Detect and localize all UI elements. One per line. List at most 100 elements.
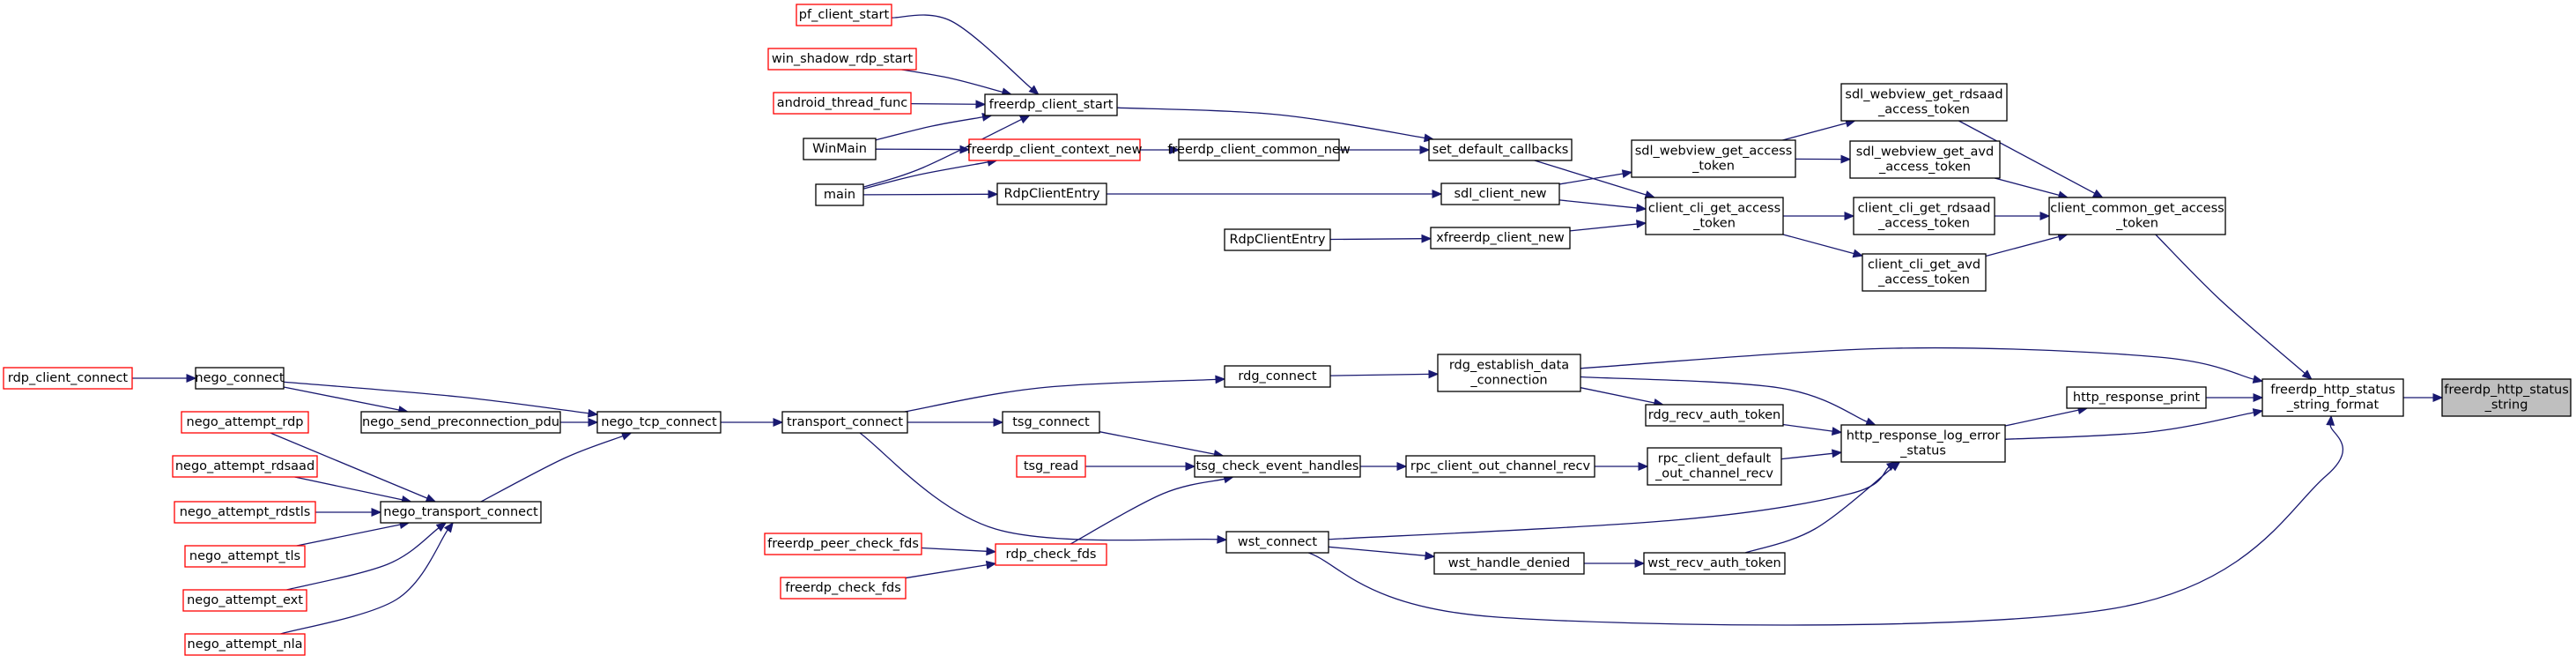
node-label: freerdp_client_common_new — [1167, 143, 1351, 157]
function-node-wst-handle-denied[interactable]: wst_handle_denied — [1433, 552, 1585, 575]
node-label: tsg_connect — [1012, 415, 1090, 429]
edge-line — [2004, 412, 2254, 440]
function-node-http-response-log-error-status[interactable]: http_response_log_error_status — [1840, 424, 2006, 463]
edge-line — [1308, 424, 2344, 626]
function-node-pf-client-start[interactable]: pf_client_start — [796, 4, 892, 26]
call-edge — [910, 100, 987, 109]
edge-line — [1329, 373, 1430, 376]
function-node-nego-connect[interactable]: nego_connect — [195, 367, 285, 390]
arrowhead — [435, 522, 448, 533]
function-node-freerdp-http-status-string[interactable]: freerdp_http_status_string — [2441, 378, 2572, 417]
function-node-nego-transport-connect[interactable]: nego_transport_connect — [380, 501, 542, 524]
node-label: freerdp_check_fds — [785, 581, 901, 595]
function-node-http-response-print[interactable]: http_response_print — [2066, 386, 2207, 409]
function-node-tsg-check-event-handles[interactable]: tsg_check_event_handles — [1194, 455, 1361, 478]
function-node-nego-attempt-nla[interactable]: nego_attempt_nla — [184, 633, 306, 656]
call-edge — [1580, 346, 2264, 384]
function-node-client-cli-get-access-token[interactable]: client_cli_get_access_token — [1645, 197, 1784, 235]
function-node-sdl-webview-get-avd-access-token[interactable]: sdl_webview_get_avd_access_token — [1849, 140, 2001, 179]
edge-line — [1744, 466, 1893, 554]
function-node-android-thread-func[interactable]: android_thread_func — [773, 92, 912, 115]
node-box — [195, 367, 285, 390]
node-label: _status — [1899, 444, 1946, 458]
arrowhead — [1421, 234, 1432, 243]
function-node-freerdp-client-context-new[interactable]: freerdp_client_context_new — [967, 138, 1143, 161]
call-edge — [862, 158, 998, 190]
function-node-nego-attempt-rdstls[interactable]: nego_attempt_rdstls — [174, 501, 316, 524]
call-edge — [1782, 118, 1856, 141]
function-node-rdg-connect[interactable]: rdg_connect — [1224, 365, 1331, 388]
node-box — [1647, 447, 1782, 486]
node-box — [1224, 365, 1331, 388]
node-box — [984, 93, 1118, 116]
function-node-freerdp-client-start[interactable]: freerdp_client_start — [984, 93, 1118, 116]
call-edge — [2403, 393, 2444, 402]
function-node-main[interactable]: main — [815, 183, 864, 206]
call-edge — [1782, 234, 1864, 258]
edge-line — [296, 524, 401, 547]
function-node-wst-connect[interactable]: wst_connect — [1225, 531, 1329, 554]
function-node-transport-connect[interactable]: transport_connect — [781, 411, 908, 434]
function-node-rdp-check-fds[interactable]: rdp_check_fds — [995, 543, 1107, 566]
function-node-wst-recv-auth-token[interactable]: wst_recv_auth_token — [1643, 552, 1786, 575]
function-node-rdp-client-connect[interactable]: rdp_client_connect — [3, 367, 133, 390]
call-edge — [875, 145, 971, 154]
node-label: _token — [2115, 217, 2158, 231]
node-label: http_response_log_error — [1847, 429, 2001, 443]
function-node-client-common-get-access-token[interactable]: client_common_get_access_token — [2048, 197, 2226, 235]
function-node-rdg-recv-auth-token[interactable]: rdg_recv_auth_token — [1645, 404, 1784, 427]
call-edge — [280, 521, 454, 635]
function-node-sdl-webview-get-rdsaad-access-token[interactable]: sdl_webview_get_rdsaad_access_token — [1840, 83, 2008, 122]
function-node-nego-attempt-rdp[interactable]: nego_attempt_rdp — [181, 411, 309, 434]
function-node-client-cli-get-rdsaad-access-token[interactable]: client_cli_get_rdsaad_access_token — [1853, 197, 1995, 235]
node-label: freerdp_http_status — [2270, 384, 2395, 398]
function-node-winmain[interactable]: WinMain — [803, 138, 877, 160]
node-box — [360, 411, 561, 434]
function-node-sdl-client-new[interactable]: sdl_client_new — [1440, 183, 1560, 205]
edge-line — [1070, 478, 1225, 545]
call-edge — [1569, 220, 1647, 232]
node-label: _out_channel_recv — [1654, 467, 1773, 481]
function-node-nego-attempt-rdsaad[interactable]: nego_attempt_rdsaad — [172, 455, 318, 478]
call-edge — [1329, 234, 1432, 243]
function-node-nego-send-preconnection-pdu[interactable]: nego_send_preconnection_pdu — [360, 411, 561, 434]
arrowhead — [2432, 393, 2444, 402]
function-node-client-cli-get-avd-access-token[interactable]: client_cli_get_avd_access_token — [1862, 253, 1987, 292]
function-node-sdl-webview-get-access-token[interactable]: sdl_webview_get_access_token — [1631, 139, 1796, 178]
function-node-rdpcliententry-1[interactable]: RdpClientEntry — [996, 183, 1107, 205]
function-node-set-default-callbacks[interactable]: set_default_callbacks — [1428, 138, 1573, 161]
function-node-nego-tcp-connect[interactable]: nego_tcp_connect — [596, 411, 722, 434]
function-node-rdpcliententry-2[interactable]: RdpClientEntry — [1224, 228, 1331, 251]
node-box — [1002, 411, 1100, 434]
function-node-rdg-establish-data-connection[interactable]: rdg_establish_data_connection — [1437, 354, 1581, 392]
node-label: transport_connect — [787, 415, 903, 429]
function-node-xfreerdp-client-new[interactable]: xfreerdp_client_new — [1430, 227, 1571, 250]
call-edge — [901, 69, 1013, 97]
node-label: _access_token — [1877, 217, 1970, 231]
arrowhead — [1844, 212, 1855, 220]
arrowhead — [988, 190, 999, 199]
node-box — [1405, 455, 1595, 478]
function-node-freerdp-check-fds[interactable]: freerdp_check_fds — [780, 577, 907, 600]
node-label: client_cli_get_rdsaad — [1858, 202, 1991, 216]
arrowhead — [2092, 189, 2104, 198]
function-node-tsg-connect[interactable]: tsg_connect — [1002, 411, 1100, 434]
function-node-tsg-read[interactable]: tsg_read — [1016, 455, 1086, 478]
function-node-rpc-client-default-out-channel-recv[interactable]: rpc_client_default_out_channel_recv — [1647, 447, 1782, 486]
node-box — [174, 501, 316, 524]
function-node-nego-attempt-ext[interactable]: nego_attempt_ext — [182, 589, 307, 612]
function-node-freerdp-http-status-string-format[interactable]: freerdp_http_status_string_format — [2261, 378, 2404, 417]
arrowhead — [986, 547, 997, 556]
node-box — [767, 48, 917, 71]
function-node-rpc-client-out-channel-recv[interactable]: rpc_client_out_channel_recv — [1405, 455, 1595, 478]
call-edge — [1780, 449, 1843, 460]
function-node-nego-attempt-tls[interactable]: nego_attempt_tls — [184, 545, 306, 568]
function-node-win-shadow-rdp-start[interactable]: win_shadow_rdp_start — [767, 48, 917, 71]
function-node-freerdp-client-common-new[interactable]: freerdp_client_common_new — [1167, 138, 1351, 161]
arrowhead — [1852, 249, 1864, 258]
arrowhead — [2039, 212, 2051, 220]
node-box — [184, 545, 306, 568]
node-label: client_common_get_access — [2050, 202, 2224, 216]
call-edge — [1360, 462, 1408, 471]
function-node-freerdp-peer-check-fds[interactable]: freerdp_peer_check_fds — [764, 533, 922, 555]
